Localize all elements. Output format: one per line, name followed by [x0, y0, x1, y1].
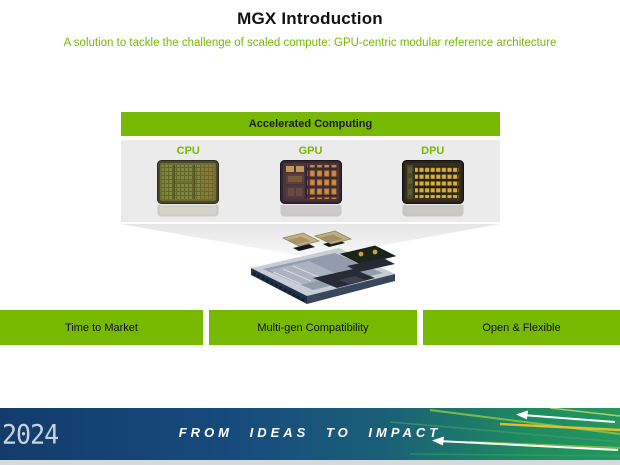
page-title: MGX Introduction: [237, 9, 383, 28]
cpu-label: CPU: [176, 145, 200, 157]
benefit-bar-label: Open & Flexible: [482, 321, 561, 334]
processors-panel: CPU: [121, 140, 500, 222]
cpu-die-icon: [157, 160, 220, 204]
benefit-bar-time-to-market: Time to Market: [0, 310, 203, 345]
benefit-bar-label: Time to Market: [65, 321, 138, 334]
page-subtitle: A solution to tackle the challenge of sc…: [63, 37, 557, 49]
mgx-server-image: [251, 230, 397, 304]
dpu-label: DPU: [421, 145, 445, 157]
benefit-bars: Time to Market Multi-gen Compatibility O…: [0, 310, 620, 345]
processor-column-dpu: DPU: [378, 140, 488, 217]
benefit-bar-open-flexible: Open & Flexible: [423, 310, 620, 345]
speed-lines-arrows-icon: [389, 408, 620, 457]
processor-column-gpu: GPU: [256, 140, 366, 217]
accelerated-computing-banner: Accelerated Computing: [121, 112, 500, 136]
architecture-diagram: Accelerated Computing CPU: [121, 112, 500, 260]
benefit-bar-label: Multi-gen Compatibility: [257, 321, 369, 334]
footer-year: 2024: [2, 419, 59, 450]
gpu-die-reflection: [280, 205, 342, 217]
benefit-bar-multi-gen-compatibility: Multi-gen Compatibility: [209, 310, 417, 345]
footer-band: 2024 FROM IDEAS TO IMPACT: [0, 408, 620, 460]
dpu-die-reflection: [402, 205, 464, 217]
processor-column-cpu: CPU: [133, 140, 243, 217]
gpu-label: GPU: [298, 145, 323, 157]
cpu-die-reflection: [157, 205, 219, 217]
dpu-die-icon: [401, 160, 464, 204]
footer-tagline: FROM IDEAS TO IMPACT: [178, 425, 442, 440]
bottom-strip: [0, 460, 620, 465]
gpu-die-icon: [279, 160, 342, 204]
